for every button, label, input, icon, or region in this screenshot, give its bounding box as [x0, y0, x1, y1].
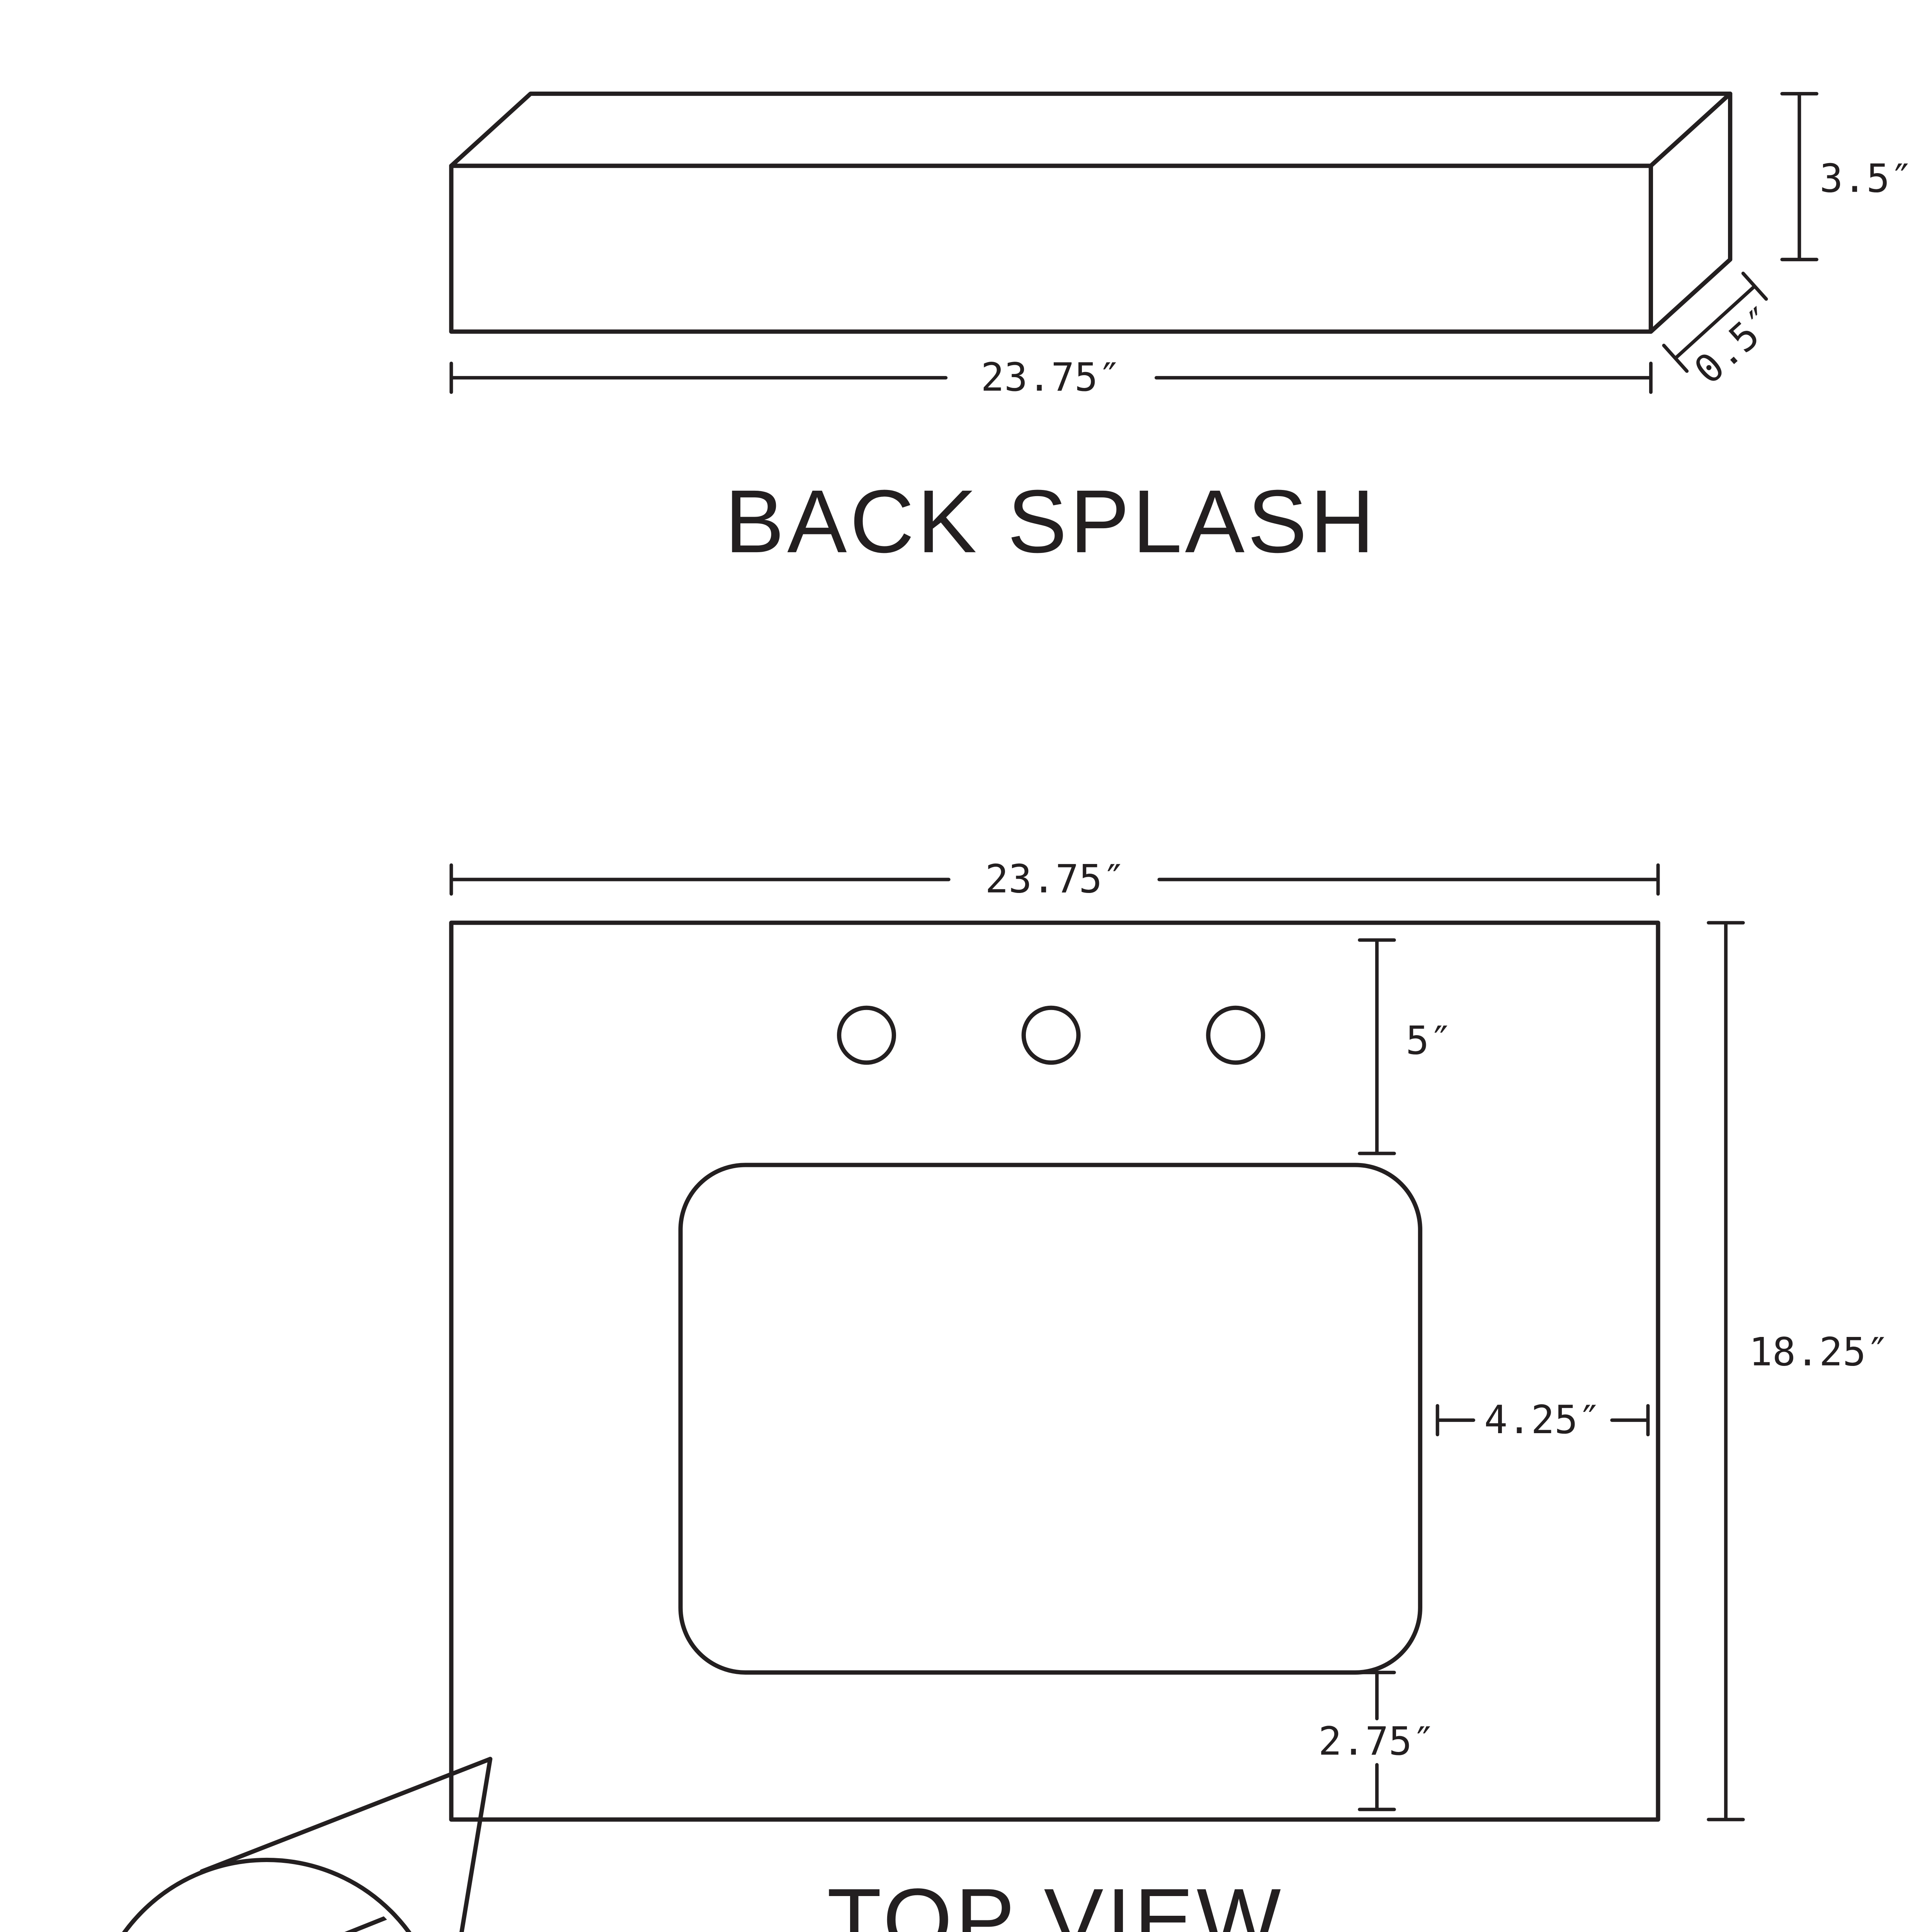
dimension-label: 23.75″ — [981, 354, 1121, 400]
edge-profile — [211, 1886, 434, 1932]
top-view-title: TOP VIEW — [827, 1871, 1284, 1932]
dimension-label: 4.25″ — [1484, 1397, 1601, 1442]
callout-line-lower — [459, 1757, 493, 1932]
dimension-label: 2.75″ — [1318, 1718, 1435, 1764]
dimension-label: 3.5″ — [1820, 155, 1913, 201]
backsplash-title: BACK SPLASH — [725, 472, 1378, 571]
dimension-label: 23.75″ — [985, 856, 1126, 902]
dimension-line — [1780, 92, 1818, 262]
backsplash-front-face — [449, 163, 1653, 334]
dimension-line — [1358, 938, 1396, 1155]
dimension-line — [449, 863, 1660, 896]
countertop-outline — [449, 920, 1660, 1822]
backsplash-drawing: 3.5″ 0.5″ 23.75″ BACK SPLASH — [449, 91, 1913, 571]
dimension-line — [1358, 1670, 1396, 1811]
dim-topview-width: 23.75″ — [449, 856, 1660, 902]
edge-detail-callout: 1.25″ — [122, 1757, 493, 1932]
dimension-line — [449, 361, 1653, 394]
dimension-line — [1662, 271, 1768, 373]
faucet-hole-center — [1021, 1005, 1081, 1065]
callout-line-upper — [199, 1757, 493, 1874]
dim-faucet-offset: 5″ — [1358, 938, 1452, 1155]
dim-basin-bottom-clearance: 2.75″ — [1318, 1670, 1435, 1811]
detail-circle — [122, 1857, 412, 1932]
dimension-line — [1707, 921, 1745, 1821]
dimension-label: 0.5″ — [1685, 296, 1786, 393]
faucet-hole-right — [1206, 1005, 1265, 1065]
faucet-hole-left — [837, 1005, 896, 1065]
dim-basin-side-clearance: 4.25″ — [1435, 1397, 1650, 1442]
dim-backsplash-width: 23.75″ — [449, 354, 1653, 400]
backsplash-top-face — [449, 91, 1733, 168]
dim-topview-depth: 18.25″ — [1707, 921, 1889, 1821]
dimension-label: 5″ — [1406, 1018, 1452, 1063]
top-view-drawing: 23.75″ 5″ 4.25″ 18.25″ 2.75″ TO — [449, 856, 1889, 1932]
dim-backsplash-height: 3.5″ — [1780, 92, 1913, 262]
dimension-label: 18.25″ — [1749, 1329, 1889, 1375]
dimension-line — [1435, 1404, 1650, 1437]
sink-basin — [678, 1163, 1422, 1675]
